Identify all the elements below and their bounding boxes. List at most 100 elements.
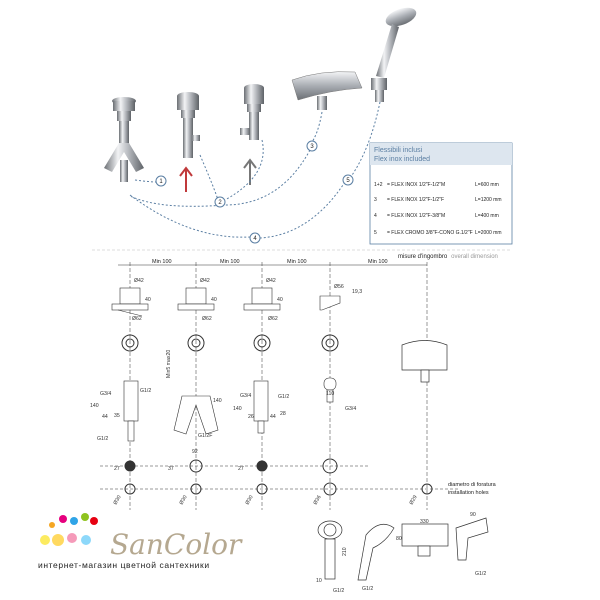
svg-text:Ø29: Ø29 [409, 494, 419, 506]
svg-text:G1/2: G1/2 [475, 571, 486, 577]
svg-text:G1/2: G1/2 [333, 588, 344, 594]
hand-shower-drawings [317, 520, 395, 581]
section-views [123, 377, 337, 442]
svg-text:110: 110 [326, 391, 334, 397]
svg-text:40: 40 [145, 297, 151, 303]
svg-text:Min 100: Min 100 [152, 259, 172, 265]
svg-text:G1/2F: G1/2F [198, 433, 212, 439]
svg-text:G1/2: G1/2 [278, 394, 289, 400]
svg-text:80: 80 [396, 536, 402, 542]
valve-fitting-2 [177, 92, 200, 158]
svg-text:Ø42: Ø42 [266, 278, 276, 284]
svg-text:Ø62: Ø62 [132, 316, 142, 322]
svg-text:Ø30: Ø30 [245, 494, 255, 506]
valve-fitting-1 [104, 97, 144, 182]
svg-text:44: 44 [270, 414, 276, 420]
bottom-dimensions: 330 90 210 10 80 G1/2 G1/2 G1/2 [316, 512, 486, 594]
callout-2: 2 [214, 196, 226, 208]
brand-tagline: интернет-магазин цветной сантехники [38, 560, 210, 570]
svg-text:G1/2: G1/2 [362, 586, 373, 592]
svg-text:5: 5 [346, 178, 350, 184]
brand-name: SanColor [110, 528, 243, 561]
hand-shower [371, 7, 417, 102]
svg-text:Min 100: Min 100 [287, 259, 307, 265]
svg-text:G3/4: G3/4 [100, 391, 111, 397]
svg-text:330: 330 [420, 519, 429, 525]
svg-text:90: 90 [470, 512, 476, 518]
svg-text:140: 140 [90, 403, 99, 409]
svg-text:= FLEX INOX 1/2"F-1/2"M: = FLEX INOX 1/2"F-1/2"M [387, 182, 445, 188]
svg-text:= FLEX INOX 1/2"F-3/8"M: = FLEX INOX 1/2"F-3/8"M [387, 213, 445, 219]
svg-text:44: 44 [102, 414, 108, 420]
svg-text:L=600 mm: L=600 mm [475, 182, 499, 188]
hose-legend-box: Flessibili inclusi Flex inox included 1+… [369, 142, 513, 245]
plan-circles-row2 [100, 458, 370, 474]
svg-text:Ø30: Ø30 [179, 494, 189, 506]
svg-text:Ø42: Ø42 [200, 278, 210, 284]
svg-text:26: 26 [248, 414, 254, 420]
svg-text:Ø56: Ø56 [334, 284, 344, 290]
hole-dimensions: Ø30 Ø30 Ø30 Ø36 Ø29 [113, 494, 419, 506]
svg-text:2: 2 [218, 200, 222, 206]
svg-text:4: 4 [374, 213, 377, 219]
top-dimensions: Ø42 Ø42 Ø42 Ø56 40 40 40 19,3 Ø62 Ø62 Ø6… [132, 278, 362, 322]
spout-fitting [291, 71, 363, 110]
svg-text:Ø62: Ø62 [268, 316, 278, 322]
installation-holes [100, 482, 460, 496]
sancolor-logo: SanColor интернет-магазин цветной сантех… [38, 513, 243, 570]
svg-text:19,3: 19,3 [352, 289, 362, 295]
installation-holes-label-it: diametro di foratura [448, 482, 497, 488]
svg-text:G3/4: G3/4 [240, 393, 251, 399]
spacing-labels: Min 100 Min 100 Min 100 Min 100 [152, 259, 388, 265]
svg-text:140: 140 [233, 406, 242, 412]
svg-text:40: 40 [211, 297, 217, 303]
svg-text:G3/4: G3/4 [345, 406, 356, 412]
legend-subtitle: Flex inox included [374, 156, 430, 163]
svg-text:210: 210 [342, 547, 348, 556]
svg-text:3: 3 [374, 197, 377, 203]
legend-title: Flessibili inclusi [374, 147, 423, 154]
svg-text:Ø30: Ø30 [113, 494, 123, 506]
hose-routes [129, 101, 381, 239]
svg-text:= FLEX CROMO 3/8"F-CONO G.1/2": = FLEX CROMO 3/8"F-CONO G.1/2"F [387, 230, 473, 236]
svg-text:3: 3 [310, 144, 314, 150]
svg-text:37: 37 [168, 466, 174, 472]
svg-text:140: 140 [213, 398, 222, 404]
svg-text:4: 4 [253, 236, 257, 242]
svg-text:L=400 mm: L=400 mm [475, 213, 499, 219]
svg-text:1: 1 [159, 179, 163, 185]
svg-text:Min 100: Min 100 [220, 259, 240, 265]
svg-text:Ø62: Ø62 [202, 316, 212, 322]
centerlines [118, 262, 428, 510]
svg-text:Ø42: Ø42 [134, 278, 144, 284]
svg-text:Min5 max20: Min5 max20 [166, 350, 172, 378]
spout-side-view [401, 340, 448, 383]
svg-text:92: 92 [192, 449, 198, 455]
callout-4: 4 [249, 232, 261, 244]
svg-text:Min 100: Min 100 [368, 259, 388, 265]
plan-circles-row1 [121, 334, 339, 352]
svg-text:L=2000 mm: L=2000 mm [475, 230, 502, 236]
svg-text:10: 10 [316, 578, 322, 584]
svg-text:L=1200 mm: L=1200 mm [475, 197, 502, 203]
svg-text:Ø36: Ø36 [313, 494, 323, 506]
svg-text:= FLEX INOX 1/2"F-1/2"F: = FLEX INOX 1/2"F-1/2"F [387, 197, 444, 203]
svg-text:40: 40 [277, 297, 283, 303]
valve-fitting-3 [240, 84, 264, 140]
svg-text:G1/2: G1/2 [97, 436, 108, 442]
svg-text:1+2: 1+2 [374, 182, 383, 188]
svg-text:5: 5 [374, 230, 377, 236]
svg-text:27: 27 [238, 466, 244, 472]
spout-bottom-drawings [401, 517, 489, 561]
svg-text:35: 35 [114, 413, 120, 419]
valve-elevations [111, 287, 341, 317]
callout-3: 3 [306, 140, 318, 152]
installation-holes-label-en: installation holes [448, 490, 489, 496]
svg-text:28: 28 [280, 411, 286, 417]
svg-text:G1/2: G1/2 [140, 388, 151, 394]
section-dimensions: G3/4 G3/4 G3/4 G1/2 G1/2F G1/2 G1/2 140 … [90, 350, 356, 472]
arrow-up-red-icon [179, 166, 193, 192]
callout-5: 5 [342, 174, 354, 186]
